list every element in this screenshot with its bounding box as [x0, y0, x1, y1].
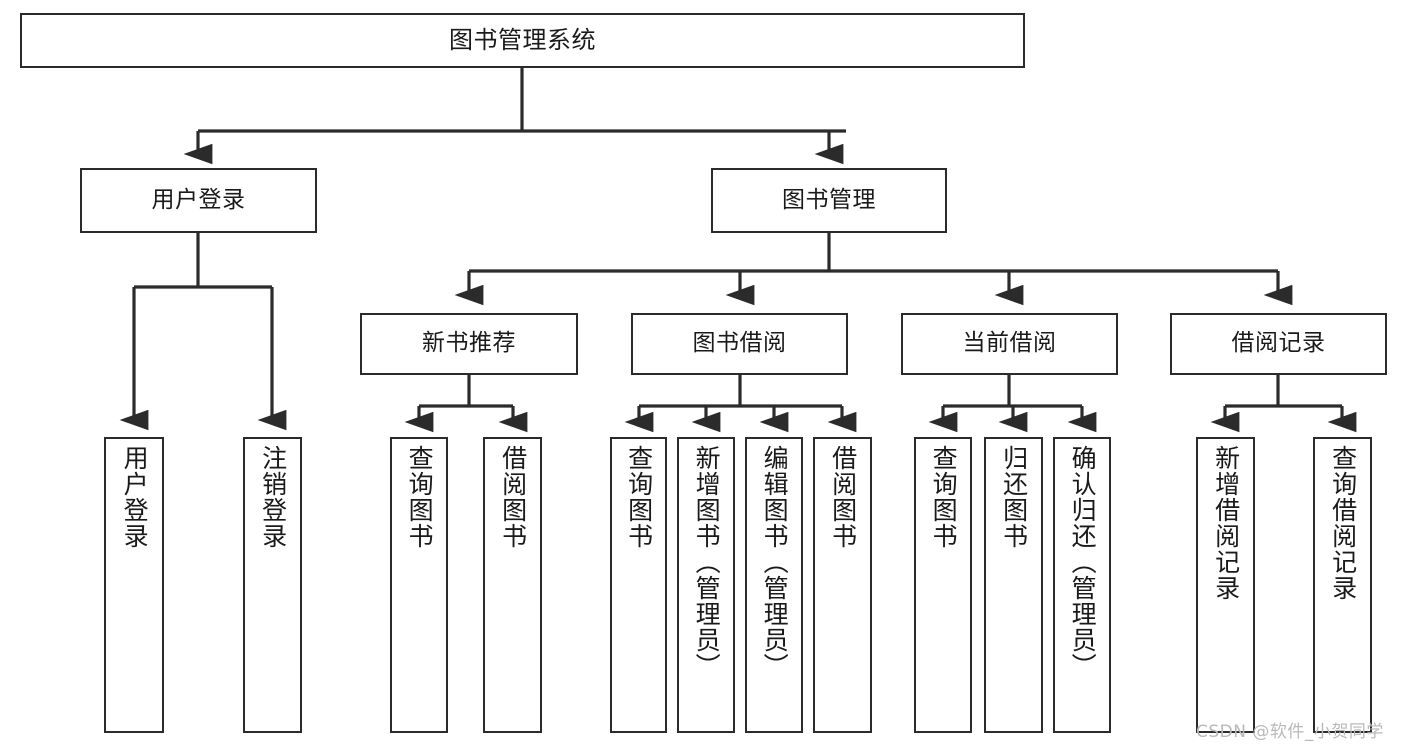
node-label: 新增图书（管理员）: [692, 445, 722, 679]
node-label: 借阅图书: [498, 445, 528, 549]
node-leaf-query-book-1[interactable]: 查询图书: [390, 437, 448, 733]
node-book-management-system[interactable]: 图书管理系统: [20, 13, 1025, 68]
node-label: 确认归还（管理员）: [1068, 445, 1098, 679]
node-label: 用户登录: [120, 445, 150, 549]
node-book-borrow[interactable]: 图书借阅: [631, 313, 848, 375]
node-label: 编辑图书（管理员）: [760, 445, 790, 679]
node-label: 用户登录: [151, 186, 246, 213]
node-label: 查询图书: [929, 445, 959, 549]
node-leaf-add-borrow-record[interactable]: 新增借阅记录: [1196, 437, 1255, 733]
node-label: 图书管理系统: [449, 26, 596, 55]
node-current-borrow[interactable]: 当前借阅: [901, 313, 1118, 375]
node-user-login[interactable]: 用户登录: [80, 168, 317, 233]
node-label: 新书推荐: [422, 330, 516, 357]
node-label: 图书借阅: [692, 330, 787, 357]
node-leaf-query-book-3[interactable]: 查询图书: [914, 437, 972, 733]
node-leaf-add-book-admin[interactable]: 新增图书（管理员）: [677, 437, 735, 733]
node-leaf-borrow-book-1[interactable]: 借阅图书: [483, 437, 542, 733]
node-leaf-user-login[interactable]: 用户登录: [104, 437, 164, 733]
csdn-watermark: CSDN @软件_小贺同学: [1196, 722, 1384, 742]
node-label: 注销登录: [258, 445, 288, 549]
node-leaf-confirm-return-admin[interactable]: 确认归还（管理员）: [1053, 437, 1111, 733]
node-label: 借阅图书: [828, 445, 858, 549]
node-new-book-recommendation[interactable]: 新书推荐: [360, 313, 578, 375]
node-leaf-borrow-book-2[interactable]: 借阅图书: [813, 437, 872, 733]
node-leaf-edit-book-admin[interactable]: 编辑图书（管理员）: [745, 437, 803, 733]
node-book-management[interactable]: 图书管理: [711, 168, 947, 233]
node-leaf-query-borrow-record[interactable]: 查询借阅记录: [1313, 437, 1372, 733]
node-label: 归还图书: [999, 445, 1029, 549]
node-borrow-record[interactable]: 借阅记录: [1170, 313, 1387, 375]
node-label: 当前借阅: [962, 330, 1057, 357]
node-leaf-query-book-2[interactable]: 查询图书: [610, 437, 667, 733]
node-label: 图书管理: [782, 186, 876, 213]
node-label: 借阅记录: [1231, 330, 1326, 357]
node-label: 查询借阅记录: [1328, 445, 1358, 601]
node-label: 查询图书: [405, 445, 435, 549]
node-leaf-return-book[interactable]: 归还图书: [984, 437, 1043, 733]
node-leaf-logout[interactable]: 注销登录: [243, 437, 302, 733]
node-label: 查询图书: [624, 445, 654, 549]
node-label: 新增借阅记录: [1211, 445, 1241, 601]
